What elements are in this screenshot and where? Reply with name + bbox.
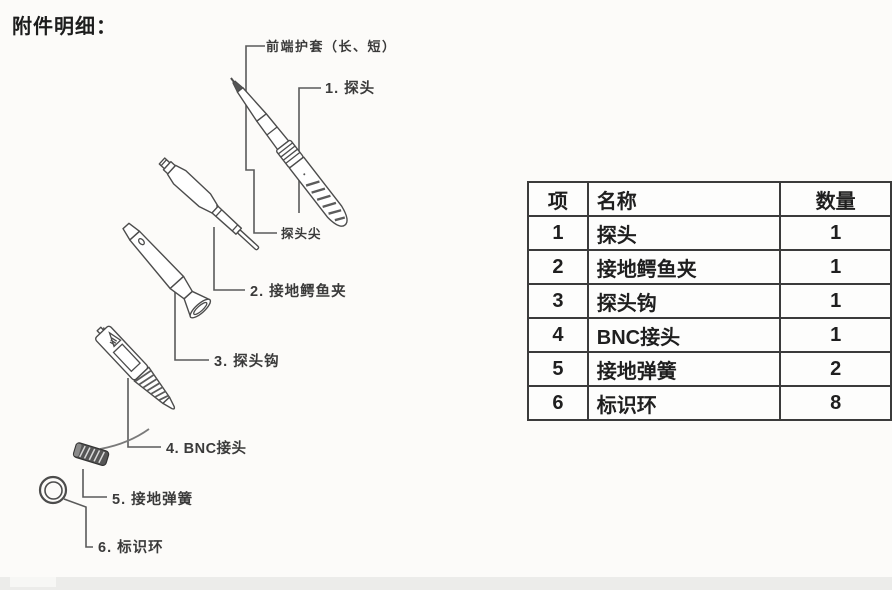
table-row: 3 探头钩 1: [527, 283, 892, 319]
leader-probe-hook: [174, 283, 209, 361]
leader-marker-ring: [63, 498, 93, 548]
leader-bnc-connector: [127, 378, 161, 448]
header-name: 名称: [586, 181, 782, 217]
label-probe-hook: 3. 探头钩: [214, 352, 280, 370]
cell-item: 2: [527, 249, 589, 285]
cell-qty: 1: [779, 249, 892, 285]
page-bottom-band: [0, 577, 892, 590]
table-row: 6 标识环 8: [527, 385, 892, 421]
table-header-row: 项 名称 数量: [527, 181, 892, 217]
table-row: 1 探头 1: [527, 215, 892, 251]
label-front-sheath: 前端护套（长、短）: [266, 39, 397, 54]
cell-item: 4: [527, 317, 589, 353]
cell-qty: 1: [779, 215, 892, 251]
cell-qty: 2: [779, 351, 892, 387]
page-title: 附件明细：: [12, 16, 117, 38]
table-row: 4 BNC接头 1: [527, 317, 892, 353]
label-probe-tip: 探头尖: [281, 226, 322, 241]
header-qty: 数量: [779, 181, 892, 217]
header-item: 项: [527, 181, 589, 217]
accessory-exploded-diagram: 前端护套（长、短） 1. 探头 探头尖 2. 接地鳄鱼夹 3. 探头钩 4. B…: [38, 39, 397, 556]
label-ground-spring: 5. 接地弹簧: [112, 490, 193, 508]
cell-name: 探头: [586, 215, 782, 251]
cell-name: 标识环: [586, 385, 782, 421]
cell-qty: 1: [779, 283, 892, 319]
table-row: 2 接地鳄鱼夹 1: [527, 249, 892, 285]
ground-alligator-clip-drawing: [158, 157, 260, 251]
probe-hook-drawing: [122, 222, 212, 319]
leader-front-sheath-and-probe-tip: [245, 45, 277, 234]
marker-ring-drawing: [38, 475, 68, 505]
cell-item: 3: [527, 283, 589, 319]
accessory-table: 项 名称 数量 1 探头 1 2 接地鳄鱼夹 1 3 探头钩 1 4 BNC接头…: [527, 181, 892, 421]
ground-spring-drawing: [72, 442, 110, 467]
cell-qty: 8: [779, 385, 892, 421]
bnc-connector-drawing: [95, 325, 176, 410]
cell-name: 接地弹簧: [586, 351, 782, 387]
leader-ground-alligator-clip: [213, 227, 245, 291]
cell-name: BNC接头: [586, 317, 782, 353]
cell-name: 探头钩: [586, 283, 782, 319]
cell-qty: 1: [779, 317, 892, 353]
cell-name: 接地鳄鱼夹: [586, 249, 782, 285]
label-probe: 1. 探头: [325, 79, 375, 97]
label-marker-ring: 6. 标识环: [98, 538, 164, 556]
label-ground-alligator-clip: 2. 接地鳄鱼夹: [250, 282, 347, 300]
cell-item: 6: [527, 385, 589, 421]
label-bnc-connector: 4. BNC接头: [166, 439, 247, 457]
probe-drawing: [230, 77, 348, 227]
ground-spring-wire: [99, 428, 150, 450]
cell-item: 5: [527, 351, 589, 387]
leader-ground-spring: [82, 469, 107, 498]
cell-item: 1: [527, 215, 589, 251]
page-bottom-band-inset: [10, 577, 56, 587]
table-row: 5 接地弹簧 2: [527, 351, 892, 387]
